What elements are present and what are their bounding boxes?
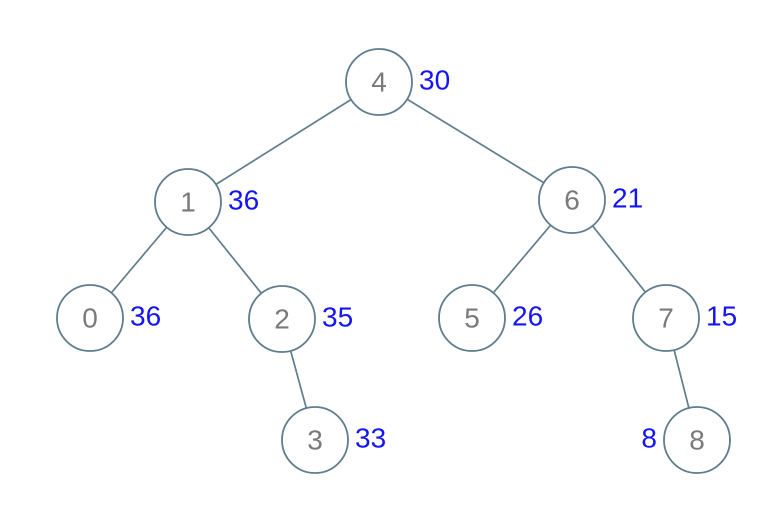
tree-node-value: 30 xyxy=(419,65,450,96)
tree-node-value: 33 xyxy=(355,423,386,454)
tree-node-id: 6 xyxy=(564,185,580,216)
tree-node-id: 0 xyxy=(82,303,98,334)
tree-node-circle xyxy=(154,168,222,236)
tree-node-id: 8 xyxy=(689,425,705,456)
tree-node-value: 35 xyxy=(322,302,353,333)
tree-node-id: 4 xyxy=(371,67,387,98)
tree-node-circle xyxy=(632,284,700,352)
tree-node-value: 36 xyxy=(228,185,259,216)
tree-node-value: 15 xyxy=(706,301,737,332)
tree-node-circle xyxy=(345,48,413,116)
tree-node-value: 21 xyxy=(612,183,643,214)
tree-node-circle xyxy=(538,166,606,234)
tree-edge xyxy=(187,81,380,203)
tree-node-circle xyxy=(281,406,349,474)
tree-node-id: 1 xyxy=(180,187,196,218)
tree-node-id: 7 xyxy=(658,303,674,334)
tree-node-id: 2 xyxy=(274,304,290,335)
tree-node-circle xyxy=(663,406,731,474)
tree-node-circle xyxy=(438,284,506,352)
tree-edge xyxy=(378,81,573,201)
tree-node-value: 36 xyxy=(130,301,161,332)
tree-node-circle xyxy=(56,284,124,352)
tree-node-circle xyxy=(248,285,316,353)
tree-node-id: 3 xyxy=(307,425,323,456)
tree-node-id: 5 xyxy=(464,303,480,334)
tree-node-value: 26 xyxy=(512,301,543,332)
tree-node-value: 8 xyxy=(641,423,657,454)
